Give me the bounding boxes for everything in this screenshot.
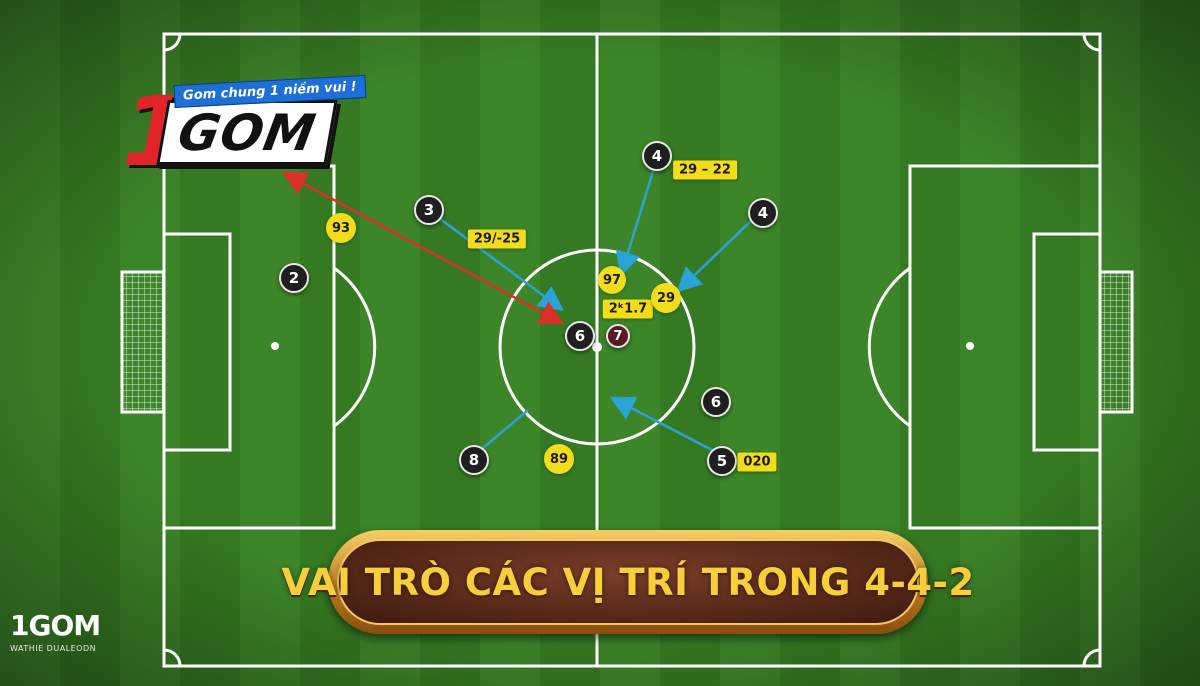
stat-label: 020 <box>737 452 777 472</box>
logo-word: GOM <box>173 104 321 162</box>
center-spot <box>592 342 602 352</box>
logo-wordmark: GOM <box>156 100 338 165</box>
goal-right <box>1098 270 1134 414</box>
player-marker: 6 <box>701 387 731 417</box>
player-marker: 2 <box>279 263 309 293</box>
player-marker: 6 <box>565 321 595 351</box>
arrow-4-to-29 <box>676 219 753 293</box>
brand-logo: 1 GOM Gom chung 1 niềm vui ! <box>122 74 367 190</box>
stat-label: 93 <box>326 213 356 243</box>
penalty-spot-right <box>966 342 974 350</box>
line-8 <box>482 409 529 449</box>
watermark-brand: 1GOM <box>10 609 101 642</box>
stat-label: 2ᵏ1.7 <box>602 299 654 319</box>
title-banner-inner: VAI TRÒ CÁC VỊ TRÍ TRONG 4-4-2 <box>281 539 974 625</box>
player-marker: 5 <box>707 446 737 476</box>
player-marker: 4 <box>642 141 672 171</box>
player-marker: 7 <box>606 324 630 348</box>
player-marker: 8 <box>459 445 489 475</box>
stat-label: 89 <box>544 444 574 474</box>
watermark-subtext: WATHIE DUALEODN <box>10 644 97 653</box>
player-marker: 3 <box>414 195 444 225</box>
page-title: VAI TRÒ CÁC VỊ TRÍ TRONG 4-4-2 <box>281 560 975 604</box>
penalty-spot-left <box>271 342 279 350</box>
arrow-5-to-center <box>609 396 715 453</box>
arrow-logo-to-6 <box>281 171 565 325</box>
arrow-4-to-97 <box>615 164 657 277</box>
stat-label: 29 – 22 <box>673 160 737 180</box>
goal-left <box>120 270 166 414</box>
watermark: 1GOM WATHIE DUALEODN <box>10 609 130 654</box>
player-marker: 4 <box>748 198 778 228</box>
title-banner: VAI TRÒ CÁC VỊ TRÍ TRONG 4-4-2 <box>281 530 974 634</box>
stat-label: 97 <box>598 266 626 294</box>
stat-label: 29/-25 <box>467 229 527 249</box>
stat-label: 29 <box>651 283 681 313</box>
